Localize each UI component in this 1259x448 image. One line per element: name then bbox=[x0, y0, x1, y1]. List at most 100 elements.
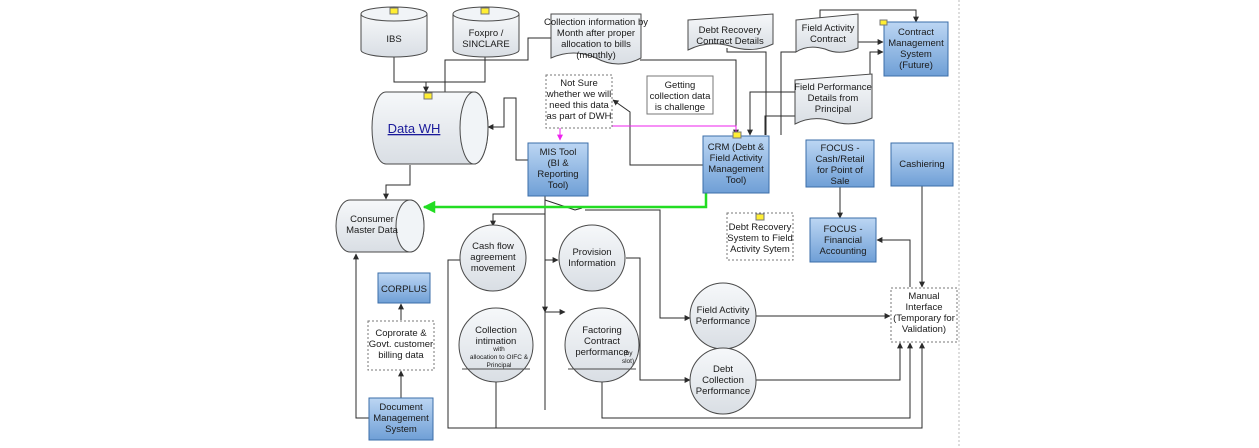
label-line: Details from bbox=[808, 93, 859, 104]
label-line: Tool) bbox=[548, 180, 569, 191]
cashiering-label: Cashiering bbox=[899, 159, 944, 170]
label-line: slot) bbox=[622, 358, 634, 365]
label-line: (monthly) bbox=[576, 50, 616, 61]
label-line: (Future) bbox=[899, 60, 933, 71]
label-line: Contract bbox=[898, 27, 934, 38]
label-line: is challenge bbox=[655, 102, 705, 113]
corplus-box[interactable]: CORPLUS bbox=[377, 272, 431, 304]
label-line: billing data bbox=[378, 350, 424, 361]
label-line: Performance bbox=[696, 386, 750, 397]
label-line: (by bbox=[623, 350, 633, 357]
edge-crm-notsure bbox=[612, 99, 703, 166]
label-line: with bbox=[492, 346, 505, 353]
label-line: Master Data bbox=[346, 225, 398, 236]
label-line: Collection bbox=[702, 375, 744, 386]
label-line: Cashiering bbox=[899, 159, 944, 170]
label-line: Management bbox=[373, 413, 429, 424]
label-line: Tool) bbox=[726, 175, 747, 186]
data-wh-label: Data WH bbox=[388, 121, 441, 136]
label-line: Document bbox=[379, 402, 423, 413]
edge-mis-datawh bbox=[487, 97, 528, 161]
edge-ibs-datawh bbox=[393, 56, 429, 93]
corplus-label: CORPLUS bbox=[381, 284, 427, 295]
label-line: SINCLARE bbox=[462, 39, 510, 50]
edge-fieldperf-crm bbox=[747, 91, 798, 136]
label-line: (Temporary for bbox=[893, 313, 955, 324]
label-line: Principal bbox=[815, 104, 851, 115]
edge-fieldcontract-crm bbox=[780, 51, 796, 135]
label-line: Collection bbox=[475, 325, 517, 336]
label-line: need this data bbox=[549, 100, 609, 111]
edge-fieldcontract-cms-top bbox=[819, 9, 919, 23]
label-line: Reporting bbox=[537, 169, 578, 180]
note-icon bbox=[480, 7, 490, 15]
edge-mis-squiggle bbox=[544, 199, 583, 211]
label-line: Getting bbox=[665, 80, 696, 91]
cashiering-box[interactable]: Cashiering bbox=[890, 142, 954, 187]
edge-collinfo-crm bbox=[640, 59, 739, 136]
label-line: Debt Recovery bbox=[729, 222, 792, 233]
edge-debtcontract-crm bbox=[726, 48, 767, 135]
foxpro-label: Foxpro /SINCLARE bbox=[462, 28, 510, 50]
label-line: System to Field bbox=[727, 233, 792, 244]
edge-crm-consumer-green bbox=[422, 193, 708, 214]
label-line: Not Sure bbox=[560, 78, 598, 89]
label-line: FOCUS - bbox=[820, 143, 859, 154]
edge-collinfo-datawh bbox=[444, 37, 556, 92]
label-line: Debt bbox=[713, 364, 733, 375]
label-line: agreement bbox=[470, 252, 516, 263]
data-wh-storage[interactable]: Data WH bbox=[371, 91, 489, 165]
ibs-label: IBS bbox=[386, 34, 401, 45]
note-icon bbox=[732, 131, 742, 139]
label-line: Field Performance bbox=[794, 82, 872, 93]
label-line: Field Activity bbox=[710, 153, 763, 164]
note-icon bbox=[389, 7, 399, 15]
label-line: Information bbox=[568, 258, 616, 269]
label-line: whether we will bbox=[546, 89, 611, 100]
label-line: Govt. customer bbox=[369, 339, 433, 350]
note-icon bbox=[755, 213, 765, 221]
label-line: Validation) bbox=[902, 324, 946, 335]
label-line: MIS Tool bbox=[540, 147, 577, 158]
label-line: System bbox=[385, 424, 417, 435]
label-line: FOCUS - bbox=[823, 224, 862, 235]
label-line: Management bbox=[708, 164, 764, 175]
edge-provision-debtcoll bbox=[626, 257, 691, 383]
